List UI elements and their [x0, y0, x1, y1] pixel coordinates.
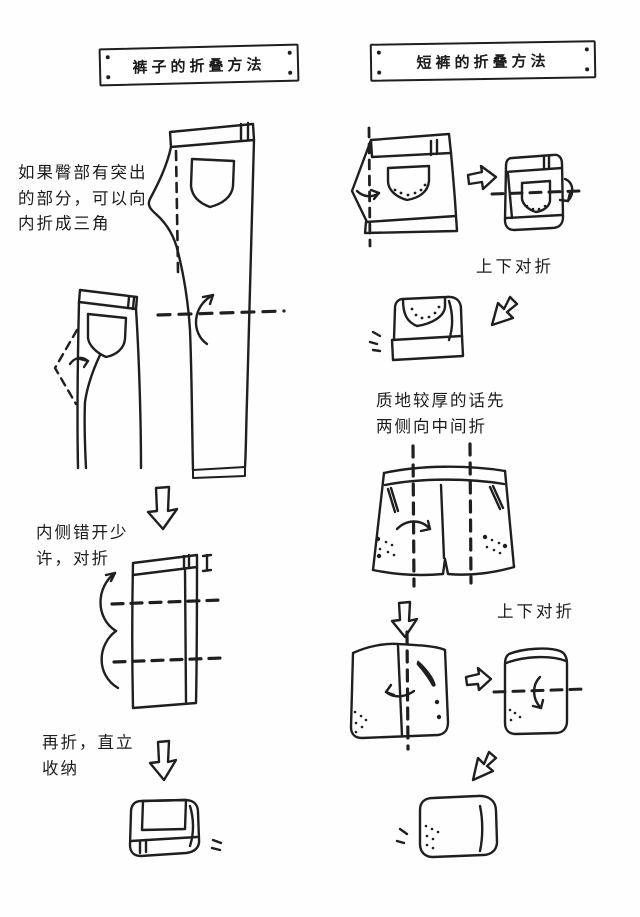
hip-fold-dashed-line	[174, 149, 180, 274]
hip-fold-detail-drawing	[53, 288, 143, 470]
decor-dots	[375, 534, 508, 559]
fold-over-arrow-icon	[531, 675, 545, 710]
pocket-stitch-dots	[410, 305, 441, 320]
down-left-arrow-icon	[490, 295, 519, 327]
corner-dot-icon	[105, 55, 110, 60]
center-fold-dashed-line-left	[411, 444, 416, 588]
pants-title-box: 裤子的折叠方法	[98, 43, 300, 87]
shorts-title-box: 短裤的折叠方法	[369, 40, 597, 82]
corner-dot-icon	[287, 50, 292, 55]
offset-fold-note: 内侧错开少 许，对折	[36, 523, 129, 568]
store-upright-note: 再折，直立 收纳	[42, 733, 135, 778]
fold-updown-note-2: 上下对折	[497, 602, 575, 621]
shorts-title: 短裤的折叠方法	[416, 51, 550, 72]
decor-dots	[353, 699, 442, 734]
block-arrow-right-icon	[464, 666, 493, 692]
down-arrow-icon	[148, 739, 178, 782]
triangle-fold-dashed-line	[53, 328, 79, 406]
pocket-stitch-dots	[525, 204, 547, 211]
main-pants-drawing	[147, 121, 286, 479]
fold-in-arrow-icon	[395, 519, 432, 533]
shorts-back-drawing	[350, 126, 459, 248]
down-arrow-icon	[390, 600, 419, 639]
half-fold-dashed-line	[492, 687, 588, 694]
center-fold-dashed-line-right	[468, 442, 473, 585]
pants-title: 裤子的折叠方法	[132, 54, 266, 77]
emphasis-dashes-icon	[395, 827, 409, 845]
corner-dot-icon	[376, 50, 381, 55]
fold-in-arrow-icon	[355, 188, 381, 201]
emphasis-dashes-icon	[368, 330, 382, 353]
wide-shorts-drawing	[371, 442, 516, 588]
thick-fabric-note: 质地较厚的话先 两侧向中间折	[376, 391, 506, 436]
corner-dot-icon	[288, 70, 293, 75]
third-fold-dashed-line-bottom	[112, 656, 224, 664]
fold-in-arrow-icon	[68, 356, 90, 369]
side-fold-dashed-line	[367, 126, 372, 248]
half-fold-dashed-line	[405, 630, 410, 751]
shorts-bundle-drawing	[368, 295, 465, 362]
third-fold-dashed-line-top	[110, 598, 224, 606]
tri-fold-arrow-icon	[99, 571, 120, 690]
fold-up-arrow-icon	[194, 293, 215, 346]
decor-dots	[424, 824, 440, 850]
offset-mark-icon	[201, 553, 213, 573]
emphasis-dashes-icon	[210, 838, 223, 852]
fold-over-arrow-icon	[384, 683, 416, 698]
pocket-stitch-dots	[393, 183, 427, 197]
folded-pants-drawing	[99, 553, 224, 710]
decor-dots	[508, 708, 522, 722]
shorts-folded-half-drawing	[490, 153, 581, 232]
fold-updown-note-1: 上下对折	[476, 257, 554, 276]
shorts-sides-folded-drawing	[349, 630, 450, 751]
block-arrow-right-icon	[466, 164, 498, 191]
corner-dot-icon	[377, 70, 382, 75]
half-fold-dashed-line	[490, 189, 581, 196]
shorts-final-bundle-drawing	[395, 794, 499, 859]
corner-dot-icon	[584, 47, 589, 52]
shorts-final-square-drawing	[492, 647, 588, 736]
pants-bundle-drawing	[128, 798, 223, 858]
half-fold-dashed-line	[156, 309, 286, 317]
corner-dot-icon	[585, 67, 590, 72]
fold-over-arrow-icon	[558, 177, 574, 203]
down-arrow-icon	[146, 485, 179, 531]
down-left-arrow-icon	[471, 750, 498, 782]
hip-fold-note: 如果臀部有突出 的部分，可以向 内折成三角	[18, 163, 148, 234]
corner-dot-icon	[106, 75, 111, 80]
